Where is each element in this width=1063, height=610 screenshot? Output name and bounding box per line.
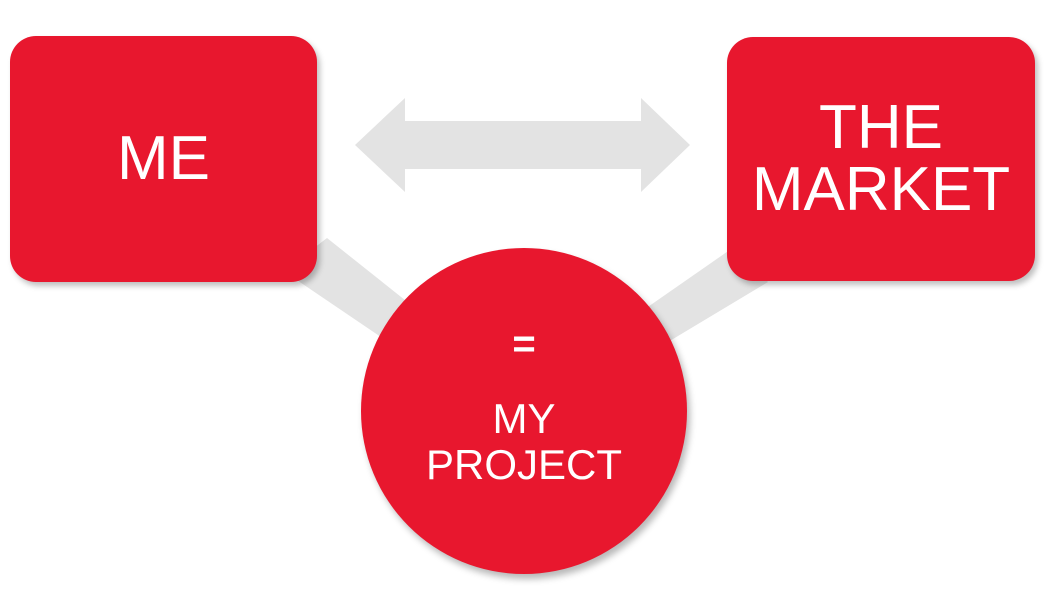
circle-my-project: = MY PROJECT <box>361 248 687 574</box>
circle-equals-sign: = <box>512 322 536 366</box>
double-arrow-horizontal <box>355 98 690 192</box>
box-market-label: THE MARKET <box>752 97 1010 221</box>
box-me: ME <box>10 36 317 282</box>
circle-label: MY PROJECT <box>361 395 687 489</box>
box-market: THE MARKET <box>727 37 1035 281</box>
box-market-label-line2: MARKET <box>751 155 1011 224</box>
circle-label-line1: MY <box>492 395 556 442</box>
circle-label-line2: PROJECT <box>425 441 622 489</box>
box-market-label-line1: THE <box>818 93 943 162</box>
box-me-label: ME <box>117 124 210 193</box>
